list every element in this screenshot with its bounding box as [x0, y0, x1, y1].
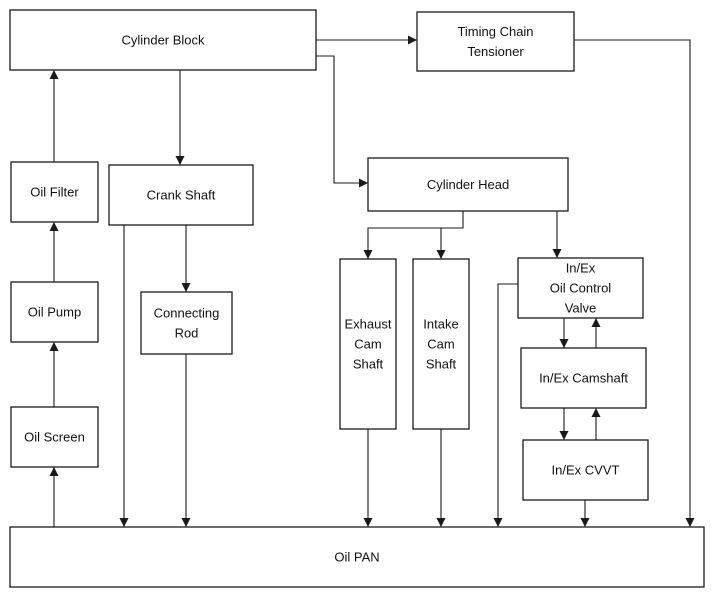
node-label: Oil PAN — [334, 550, 379, 565]
connector-layer — [49, 35, 695, 527]
node-box — [10, 281, 99, 343]
node-label: Cylinder Head — [427, 177, 509, 192]
node-label: Shaft — [353, 357, 384, 372]
node-box — [416, 11, 575, 72]
node-label: Connecting — [154, 306, 220, 321]
node-label: Cam — [354, 337, 381, 352]
node-label: Oil Screen — [24, 430, 85, 445]
node-box — [522, 439, 649, 501]
node-label: In/Ex CVVT — [552, 463, 620, 478]
node-box — [140, 291, 233, 355]
arrow-cylinder-head-to-exhaust-cam-shaft — [363, 211, 464, 259]
node-label: Rod — [175, 326, 199, 341]
arrow-cylinder-block-to-cylinder-head — [316, 55, 368, 188]
node-box — [10, 406, 99, 468]
arrow-oil-control-valve-to-oil-pan — [493, 283, 518, 527]
node-label: In/Ex — [566, 261, 596, 276]
node-box — [9, 9, 317, 71]
arrow-timing-chain-tensioner-to-oil-pan — [574, 39, 695, 527]
node-label: Exhaust — [345, 317, 392, 332]
node-box — [9, 526, 705, 588]
node-box — [108, 164, 254, 226]
node-oil-pan: Oil PAN — [9, 526, 705, 588]
node-label: Cylinder Block — [121, 33, 205, 48]
node-oil-screen: Oil Screen — [10, 406, 99, 468]
node-label: Shaft — [426, 357, 457, 372]
node-cvvt: In/Ex CVVT — [522, 439, 649, 501]
node-cylinder-block: Cylinder Block — [9, 9, 317, 71]
node-label: Valve — [565, 301, 597, 316]
node-oil-filter: Oil Filter — [10, 161, 99, 223]
node-label: Timing Chain — [457, 24, 533, 39]
node-label: Crank Shaft — [147, 188, 216, 203]
node-cylinder-head: Cylinder Head — [367, 157, 569, 212]
node-camshaft: In/Ex Camshaft — [520, 347, 647, 409]
node-oil-pump: Oil Pump — [10, 281, 99, 343]
node-box — [10, 161, 99, 223]
node-label: Tensioner — [467, 44, 524, 59]
node-box — [412, 258, 470, 430]
node-box — [517, 257, 644, 319]
node-label: Oil Pump — [28, 305, 81, 320]
node-label: Oil Control — [550, 281, 612, 296]
node-box — [367, 157, 569, 212]
node-label: Intake — [423, 317, 458, 332]
node-label: Cam — [427, 337, 454, 352]
node-box — [339, 258, 397, 430]
node-label: In/Ex Camshaft — [539, 371, 628, 386]
node-label: Oil Filter — [30, 185, 79, 200]
node-crank-shaft: Crank Shaft — [108, 164, 254, 226]
node-box — [520, 347, 647, 409]
